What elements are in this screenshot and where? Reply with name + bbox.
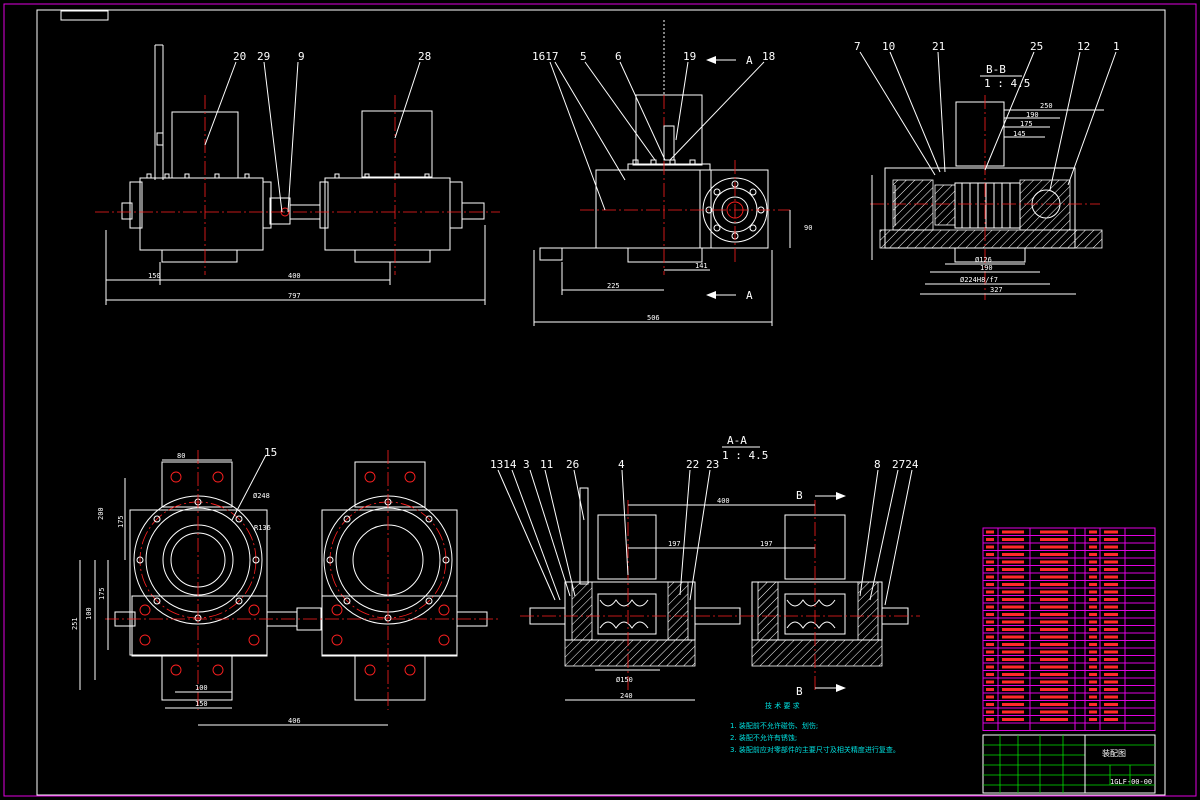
section-aa-scale: 1 : 4.5 <box>722 449 768 462</box>
dim-175: 175 <box>1020 120 1033 128</box>
callout-21: 21 <box>932 40 945 53</box>
title-block: 装配图 1GLF-00-00 <box>982 734 1156 794</box>
dim-506: 506 <box>647 314 660 322</box>
parts-list <box>982 527 1156 731</box>
view-marker-a-bottom: A <box>746 289 753 302</box>
parts-list-frame <box>982 527 1156 731</box>
callout-28: 28 <box>418 50 431 63</box>
section-bb-title: B-B <box>986 63 1006 76</box>
dim-400: 400 <box>288 272 301 280</box>
callout-22: 22 <box>686 458 699 471</box>
dim-190-bottom: 190 <box>980 264 993 272</box>
plan-view: 80 100 150 406 200 175 251 100 175 Ø248 … <box>71 446 500 726</box>
dim-150-aa: Ø150 <box>616 676 633 684</box>
dim-197-left: 197 <box>668 540 681 548</box>
title-block-drawing-code: 1GLF-00-00 <box>1110 778 1152 786</box>
dim-224: Ø224H8/f7 <box>960 276 998 284</box>
dim-80: 80 <box>177 452 185 460</box>
dim-327: 327 <box>990 286 1003 294</box>
callout-23: 23 <box>706 458 719 471</box>
dim-150-bottom: 150 <box>195 700 208 708</box>
dim-145: 145 <box>1013 130 1026 138</box>
view-marker-a-top: A <box>746 54 753 67</box>
callout-2724: 2724 <box>892 458 919 471</box>
dim-400-aa: 400 <box>717 497 730 505</box>
tech-req-item-3: 3. 装配前应对零部件的主要尺寸及相关精度进行复查。 <box>730 745 900 754</box>
callout-1617: 1617 <box>532 50 559 63</box>
title-block-drawing-name: 装配图 <box>1102 748 1126 758</box>
callout-18: 18 <box>762 50 775 63</box>
callout-26: 26 <box>566 458 579 471</box>
dim-175-inner: 175 <box>98 587 106 600</box>
dim-197-right: 197 <box>760 540 773 548</box>
callout-6: 6 <box>615 50 622 63</box>
section-aa: A-A 1 : 4.5 B B <box>490 434 920 701</box>
dim-175-left: 175 <box>117 515 125 528</box>
tech-req-item-2: 2. 装配不允许有锈蚀; <box>730 733 797 742</box>
callout-7: 7 <box>854 40 861 53</box>
side-view: A A 225 506 141 90 1617 5 6 19 18 <box>532 20 812 326</box>
dim-240: 240 <box>620 692 633 700</box>
tech-req-title: 技 术 要 求 <box>765 701 800 710</box>
callout-1: 1 <box>1113 40 1120 53</box>
callout-19: 19 <box>683 50 696 63</box>
tech-req-item-1: 1. 装配前不允许碰伤、划伤; <box>730 721 818 730</box>
dim-100-bottom: 100 <box>195 684 208 692</box>
section-bb: B-B 1 : 4.5 250 190 175 145 <box>854 40 1120 300</box>
sheet-border <box>3 3 1197 797</box>
dim-225: 225 <box>607 282 620 290</box>
dim-126: Ø126 <box>975 256 992 264</box>
dim-r136: R136 <box>254 524 271 532</box>
dim-406: 406 <box>288 717 301 725</box>
view-marker-b-top: B <box>796 489 803 502</box>
callout-11: 11 <box>540 458 553 471</box>
dim-141: 141 <box>695 262 708 270</box>
callout-20: 20 <box>233 50 246 63</box>
callout-3: 3 <box>523 458 530 471</box>
dim-90: 90 <box>804 224 812 232</box>
dim-150: 150 <box>148 272 161 280</box>
callout-12: 12 <box>1077 40 1090 53</box>
callout-25: 25 <box>1030 40 1043 53</box>
dim-190-top: 190 <box>1026 111 1039 119</box>
dim-797: 797 <box>288 292 301 300</box>
front-view: 150 400 797 20 29 9 28 <box>95 44 500 305</box>
callout-9: 9 <box>298 50 305 63</box>
callout-4: 4 <box>618 458 625 471</box>
section-bb-scale: 1 : 4.5 <box>984 77 1030 90</box>
callout-8: 8 <box>874 458 881 471</box>
callout-1314: 1314 <box>490 458 517 471</box>
callout-29: 29 <box>257 50 270 63</box>
section-aa-title: A-A <box>727 434 747 447</box>
technical-requirements: 技 术 要 求 1. 装配前不允许碰伤、划伤; 2. 装配不允许有锈蚀; 3. … <box>730 701 900 754</box>
dim-250: 250 <box>1040 102 1053 110</box>
callout-15: 15 <box>264 446 277 459</box>
dim-251: 251 <box>71 617 79 630</box>
view-marker-b-bottom: B <box>796 685 803 698</box>
dim-248: Ø248 <box>253 492 270 500</box>
dim-200: 200 <box>97 507 105 520</box>
callout-10: 10 <box>882 40 895 53</box>
callout-5: 5 <box>580 50 587 63</box>
dim-100-left: 100 <box>85 607 93 620</box>
